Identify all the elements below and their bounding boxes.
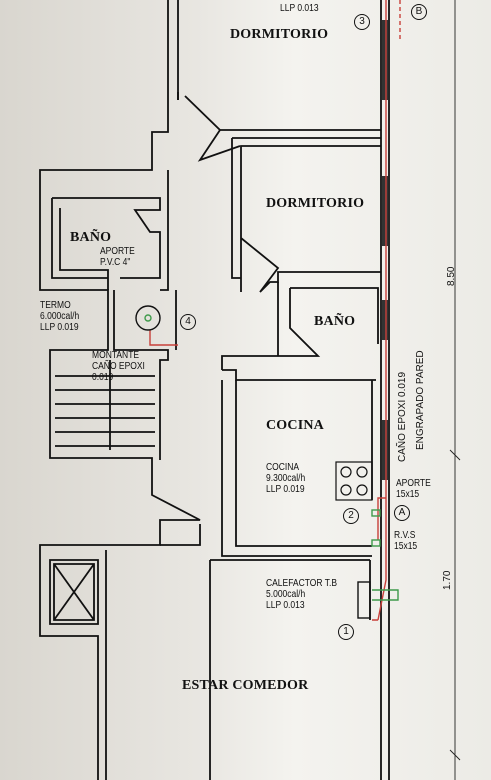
dimension-label-top: 8.50 [446, 266, 457, 286]
pipe-label-line1: CAÑO EPOXI 0.019 [397, 371, 408, 462]
note-termo: TERMO 6.000cal/h LLP 0.019 [40, 300, 80, 333]
calefactor-fixture [372, 589, 399, 601]
termo-fixture [135, 305, 161, 331]
stair-lines [55, 360, 155, 450]
room-label-dormitorio-mid: DORMITORIO [266, 196, 365, 211]
note-aporte-pvc: APORTE P.V.C 4" [100, 246, 135, 268]
marker-2: 2 [343, 508, 359, 524]
bano-left-walls [51, 170, 169, 291]
note-calefactor: CALEFACTOR T.B 5.000cal/h LLP 0.013 [266, 578, 338, 611]
note-montante: MONTANTE CAÑO EPOXI 0.019 [92, 350, 145, 383]
marker-a: A [394, 505, 410, 521]
stove-symbol [335, 461, 373, 501]
marker-4: 4 [180, 314, 196, 330]
note-cocina-appliance: COCINA 9.300cal/h LLP 0.019 [266, 462, 306, 495]
bano-right-walls [221, 282, 379, 381]
marker-3: 3 [354, 14, 370, 30]
estar-walls [105, 524, 371, 780]
dormitorio-top-wall [177, 92, 381, 162]
gas-branch-termo [149, 330, 178, 346]
dormitorio-mid-walls [231, 138, 381, 293]
outer-wall-right [380, 0, 390, 780]
calefactor-box [357, 581, 371, 619]
dimension-label-bottom: 1.70 [442, 570, 453, 590]
marker-b: B [411, 4, 427, 20]
note-top-llp: LLP 0.013 [280, 3, 319, 14]
dimension-line [449, 0, 461, 780]
note-aporte-15x15: APORTE 15x15 [396, 478, 431, 500]
elevator-box [49, 559, 99, 625]
shaft-walls [113, 290, 177, 460]
room-label-bano-right: BAÑO [314, 314, 356, 329]
room-label-bano-left: BAÑO [70, 230, 112, 245]
room-label-cocina: COCINA [266, 418, 324, 433]
pipe-label-line2: ENGRAPADO PARED [415, 350, 426, 450]
note-rvs: R.V.S 15x15 [394, 530, 418, 552]
marker-1: 1 [338, 624, 354, 640]
room-label-dormitorio-top: DORMITORIO [230, 27, 329, 42]
gas-line [372, 0, 387, 621]
corridor-wall-left [39, 0, 201, 780]
room-label-estar-comedor: ESTAR COMEDOR [182, 678, 309, 693]
